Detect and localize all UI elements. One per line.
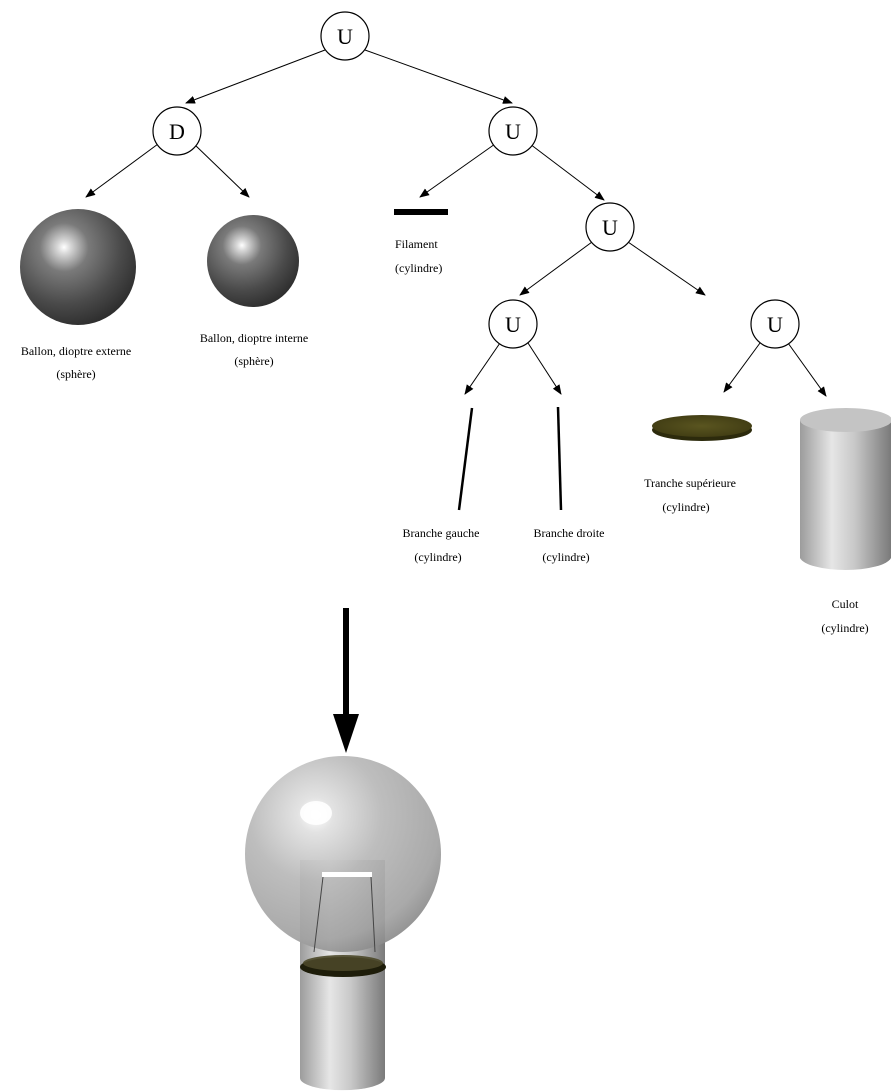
tree-edges: [85, 49, 827, 397]
leaf-filament: Filament (cylindre): [394, 209, 448, 275]
edge-union-to-filament: [419, 143, 496, 198]
leaf-right-branch: Branche droite (cylindre): [534, 406, 605, 564]
top-slice-image: [652, 415, 752, 437]
edge-base-to-slice: [723, 342, 761, 393]
right-branch-type: (cylindre): [542, 550, 589, 564]
node-union-branches: U: [488, 299, 538, 349]
leaf-inner-sphere: Ballon, dioptre interne (sphère): [200, 215, 308, 368]
inner-sphere-type: (sphère): [234, 354, 273, 368]
node-root: U: [320, 11, 370, 61]
edge-union-to-union-group: [529, 143, 605, 201]
left-branch-name: Branche gauche: [403, 526, 480, 540]
top-slice-name: Tranche supérieure: [644, 476, 736, 490]
outer-sphere-type: (sphère): [56, 367, 95, 381]
node-union-base-label: U: [767, 312, 783, 337]
culot-type: (cylindre): [821, 621, 868, 635]
left-branch-type: (cylindre): [414, 550, 461, 564]
inner-sphere-name: Ballon, dioptre interne: [200, 331, 308, 345]
culot-name: Culot: [832, 597, 859, 611]
node-union-right: U: [488, 106, 538, 156]
edge-root-to-union-right: [364, 49, 513, 104]
node-union-branches-label: U: [505, 312, 521, 337]
edge-difference-to-inner-sphere: [193, 143, 250, 198]
result-arrow: [333, 608, 359, 753]
edge-branches-to-left: [464, 342, 501, 395]
inner-sphere-image: [207, 215, 299, 307]
edge-root-to-difference: [185, 49, 326, 104]
filament-type: (cylindre): [395, 261, 442, 275]
outer-sphere-name: Ballon, dioptre externe: [21, 344, 131, 358]
leaf-left-branch: Branche gauche (cylindre): [403, 407, 480, 564]
right-branch-name: Branche droite: [534, 526, 605, 540]
leaf-top-slice: Tranche supérieure (cylindre): [644, 415, 752, 514]
top-slice-type: (cylindre): [662, 500, 709, 514]
left-branch-image: [457, 407, 474, 511]
node-union-base: U: [750, 299, 800, 349]
edge-branches-to-right: [527, 342, 562, 395]
node-difference: D: [152, 106, 202, 156]
edge-difference-to-outer-sphere: [85, 143, 159, 198]
leaf-outer-sphere: Ballon, dioptre externe (sphère): [20, 209, 136, 381]
node-difference-label: D: [169, 119, 185, 144]
filament-name: Filament: [395, 237, 438, 251]
outer-sphere-image: [20, 209, 136, 325]
node-union-filament-group: U: [585, 202, 635, 252]
composed-bulb-image: [245, 756, 441, 1091]
leaf-culot: Culot (cylindre): [800, 408, 891, 635]
node-root-label: U: [337, 24, 353, 49]
edge-group-to-base: [627, 241, 706, 296]
edge-base-to-culot: [787, 342, 827, 397]
filament-image: [394, 209, 448, 215]
node-union-right-label: U: [505, 119, 521, 144]
edge-group-to-branches: [519, 241, 593, 296]
node-union-filament-group-label: U: [602, 215, 618, 240]
right-branch-image: [556, 406, 563, 511]
culot-image: [800, 420, 891, 570]
